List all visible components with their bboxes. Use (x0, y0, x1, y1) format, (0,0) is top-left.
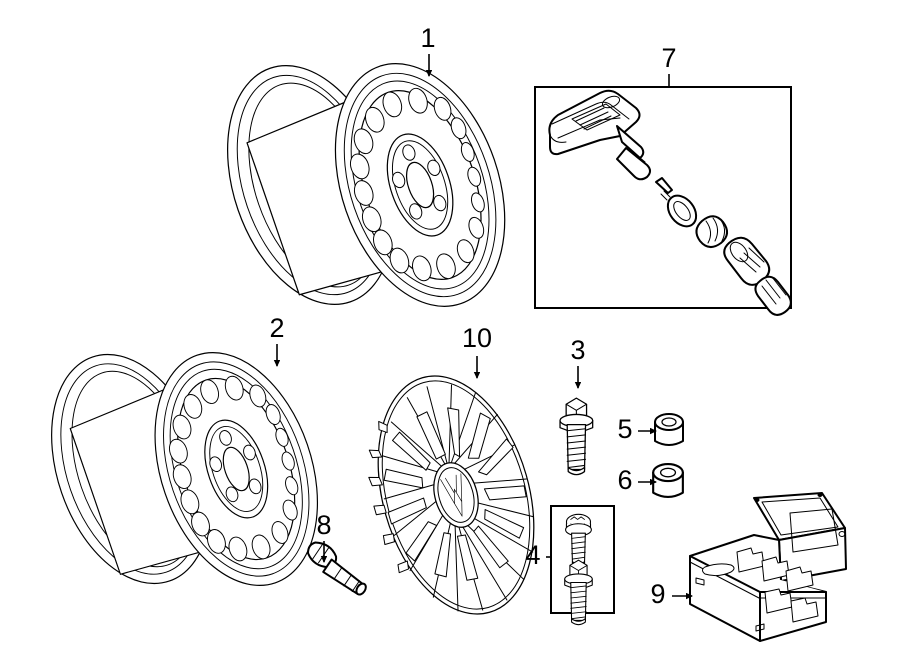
part-tool-case (689, 492, 847, 642)
callout-6: 6 (617, 465, 632, 495)
part-wheel-cover-hubcap (368, 375, 535, 615)
part-steel-wheel-lower (22, 330, 348, 608)
sealing-ring (666, 194, 698, 228)
hex-nut (695, 215, 728, 248)
tpms-sensor-body (548, 89, 641, 156)
vw-emblem (433, 462, 479, 528)
part-spacer-bushing-upper (654, 413, 684, 446)
valve-core (655, 177, 673, 201)
part-spacer-bushing-lower (652, 462, 684, 498)
callout-leaders (273, 54, 693, 600)
callout-8: 8 (316, 510, 331, 540)
callout-5: 5 (617, 414, 632, 444)
callout-3: 3 (570, 335, 585, 365)
callout-numbers: 1 2 3 4 5 6 7 8 9 10 (269, 23, 676, 609)
part-steel-wheel-upper (197, 40, 536, 330)
valve-sleeve (723, 236, 771, 286)
part-tpms-sensor-box (534, 86, 792, 316)
dust-cap (754, 275, 792, 316)
callout-9: 9 (650, 579, 665, 609)
callout-7: 7 (661, 43, 676, 73)
part-wheel-bolt (559, 397, 594, 476)
callout-2: 2 (269, 313, 284, 343)
callout-4: 4 (525, 540, 540, 570)
callout-1: 1 (420, 23, 435, 53)
callout-10: 10 (462, 323, 492, 353)
part-valve-stem (307, 541, 367, 596)
part-wheel-bolt-set-box (550, 505, 615, 626)
